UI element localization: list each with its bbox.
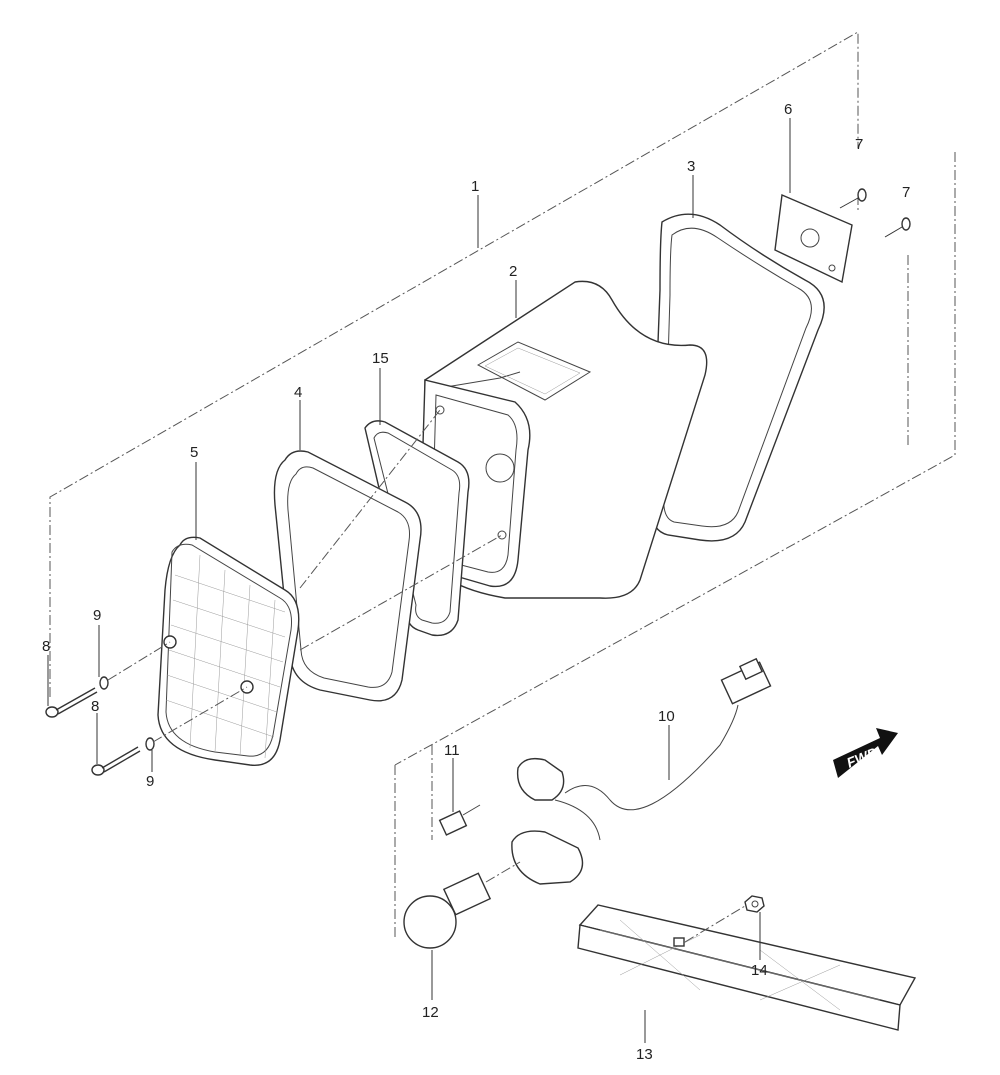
label-part-11: 11 [444,742,460,759]
nut [684,895,765,943]
label-part-4: 4 [294,384,302,401]
assembly-centerlines [107,409,503,743]
label-part-1: 1 [471,178,479,195]
fwd-label: FWD [844,744,880,771]
assembly-group-outline [49,31,956,940]
screw-lower [884,217,911,238]
reflector [577,904,917,1031]
lamp-housing [419,280,708,599]
label-part-15: 15 [372,350,389,367]
label-part-9-upper: 9 [93,607,101,624]
label-part-10: 10 [658,708,675,725]
wiring-harness [511,657,772,885]
lens-washer-lower [145,737,155,751]
lens [157,536,300,766]
label-part-8-lower: 8 [91,698,99,715]
label-part-9-lower: 9 [146,773,154,790]
label-part-3: 3 [687,158,695,175]
wedge-bulb [438,804,481,836]
label-part-5: 5 [190,444,198,461]
label-part-7-lower: 7 [902,184,910,201]
lens-washer-upper [99,676,109,690]
label-part-13: 13 [636,1046,653,1063]
mounting-plate [774,193,853,284]
lens-screw-upper [45,687,98,718]
label-part-2: 2 [509,263,517,280]
part-labels: 1 2 3 4 5 6 7 7 8 8 9 9 10 11 12 13 14 1… [42,101,910,1063]
label-part-12: 12 [422,1004,439,1021]
leader-lines [47,118,791,1043]
label-part-6: 6 [784,101,792,118]
label-part-14: 14 [751,962,768,979]
screw-upper [839,188,867,209]
lens-screw-lower [91,746,141,776]
label-part-8-upper: 8 [42,638,50,655]
label-part-7-upper: 7 [855,136,863,153]
outer-gasket [273,450,422,702]
stop-bulb [403,861,521,949]
forward-arrow-icon: FWD [833,728,898,778]
